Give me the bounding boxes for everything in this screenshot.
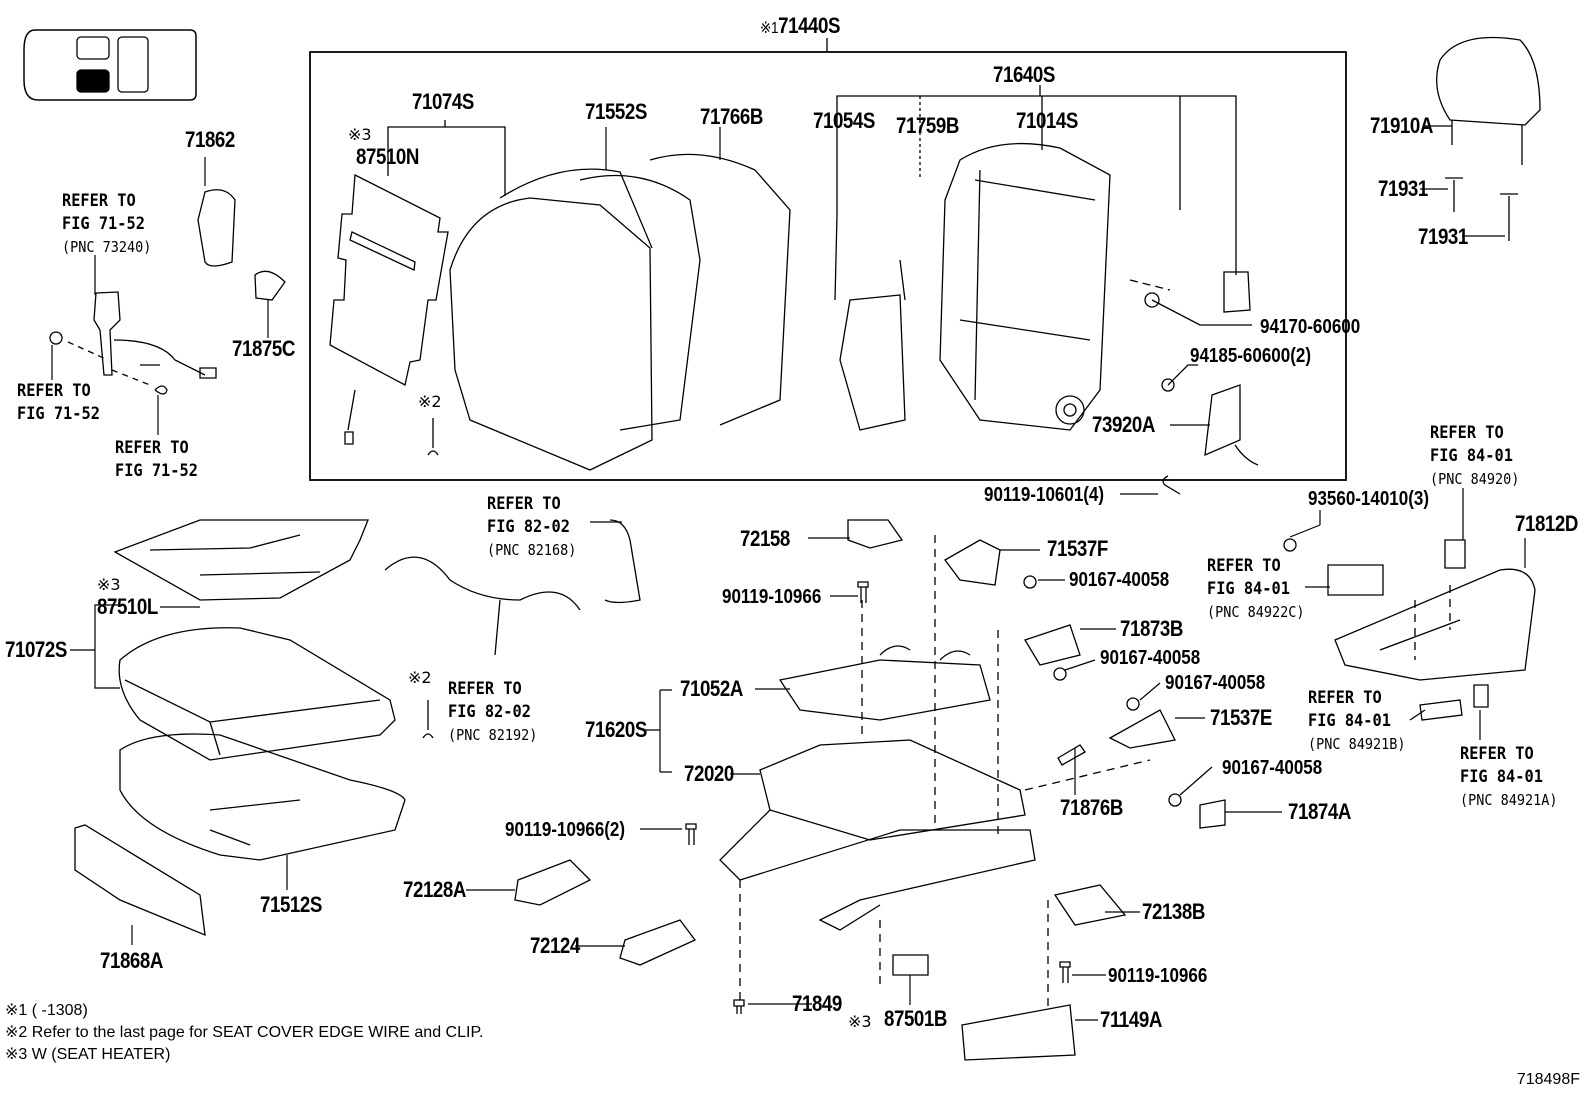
part-label-71874A[interactable]: 71874A bbox=[1288, 799, 1351, 824]
reference-fig-84-01-pnc-84921a[interactable]: REFER TO FIG 84-01 (PNC 84921A) bbox=[1460, 743, 1558, 812]
part-label-71537E[interactable]: 71537E bbox=[1210, 705, 1272, 730]
ref-pnc: (PNC 73240) bbox=[62, 238, 152, 256]
ref-pnc: (PNC 82168) bbox=[487, 541, 577, 559]
ref-figure: FIG 84-01 bbox=[1308, 711, 1391, 731]
ref-pnc: (PNC 84920) bbox=[1430, 470, 1520, 488]
ref-line: REFER TO bbox=[1430, 423, 1504, 443]
reference-fig-71-52-pnc-73240[interactable]: REFER TO FIG 71-52 (PNC 73240) bbox=[62, 190, 151, 259]
footnote-mark-3: ※3 bbox=[848, 1012, 872, 1031]
part-label-71931[interactable]: 71931 bbox=[1378, 176, 1428, 201]
part-label-71931[interactable]: 71931 bbox=[1418, 224, 1468, 249]
ref-figure: FIG 71-52 bbox=[115, 461, 198, 481]
part-label-71014S[interactable]: 71014S bbox=[1016, 108, 1078, 133]
part-label-94170-60600[interactable]: 94170-60600 bbox=[1260, 316, 1361, 338]
reference-fig-84-01-pnc-84920[interactable]: REFER TO FIG 84-01 (PNC 84920) bbox=[1430, 422, 1519, 491]
seatback-group-box bbox=[309, 51, 1347, 481]
reference-fig-71-52[interactable]: REFER TO FIG 71-52 bbox=[17, 380, 100, 426]
ref-figure: FIG 84-01 bbox=[1430, 446, 1513, 466]
part-label-87510L[interactable]: 87510L bbox=[97, 594, 158, 619]
ref-pnc: (PNC 82192) bbox=[448, 726, 538, 744]
part-label-72020[interactable]: 72020 bbox=[684, 761, 734, 786]
part-label-71054S[interactable]: 71054S bbox=[813, 108, 875, 133]
reference-fig-82-02-pnc-82168[interactable]: REFER TO FIG 82-02 (PNC 82168) bbox=[487, 493, 576, 562]
ref-line: REFER TO bbox=[17, 381, 91, 401]
reference-fig-82-02-pnc-82192[interactable]: REFER TO FIG 82-02 (PNC 82192) bbox=[448, 678, 537, 747]
part-label-71149A[interactable]: 71149A bbox=[1100, 1007, 1162, 1032]
footnote-1: ※1 ( -1308) bbox=[5, 1002, 88, 1019]
part-label-71072S[interactable]: 71072S bbox=[5, 637, 67, 662]
footnote-mark-3: ※3 bbox=[348, 125, 372, 144]
ref-figure: FIG 84-01 bbox=[1460, 767, 1543, 787]
part-label-94185-60600[interactable]: 94185-60600(2) bbox=[1190, 345, 1311, 367]
footnote-mark-3: ※3 bbox=[97, 575, 121, 594]
ref-pnc: (PNC 84921A) bbox=[1460, 791, 1558, 809]
part-label-71849[interactable]: 71849 bbox=[792, 991, 842, 1016]
part-label-73920A[interactable]: 73920A bbox=[1092, 412, 1155, 437]
ref-figure: FIG 82-02 bbox=[448, 702, 531, 722]
ref-line: REFER TO bbox=[448, 679, 522, 699]
part-label-71074S[interactable]: 71074S bbox=[412, 89, 474, 114]
part-label-90167-40058[interactable]: 90167-40058 bbox=[1165, 672, 1266, 694]
ref-line: REFER TO bbox=[62, 191, 136, 211]
ref-pnc: (PNC 84922C) bbox=[1207, 603, 1305, 621]
part-label-71868A[interactable]: 71868A bbox=[100, 948, 163, 973]
footnote-mark-2: ※2 bbox=[408, 668, 432, 687]
part-label-71759B[interactable]: 71759B bbox=[896, 113, 959, 138]
reference-fig-84-01-pnc-84922c[interactable]: REFER TO FIG 84-01 (PNC 84922C) bbox=[1207, 555, 1305, 624]
part-label-90167-40058[interactable]: 90167-40058 bbox=[1222, 757, 1323, 779]
group-label-71440S: ※171440S bbox=[760, 15, 840, 37]
part-label-72124[interactable]: 72124 bbox=[530, 933, 580, 958]
part-label-72158[interactable]: 72158 bbox=[740, 526, 790, 551]
seat-position-icon bbox=[23, 29, 197, 101]
footnote-mark: ※1 bbox=[760, 20, 779, 37]
ref-figure: FIG 82-02 bbox=[487, 517, 570, 537]
part-label-93560-14010[interactable]: 93560-14010(3) bbox=[1308, 488, 1429, 510]
part-label-71052A[interactable]: 71052A bbox=[680, 676, 743, 701]
footnotes: ※1 ( -1308) ※2 Refer to the last page fo… bbox=[5, 1000, 484, 1066]
footnote-mark-2: ※2 bbox=[418, 392, 442, 411]
part-label-90167-40058[interactable]: 90167-40058 bbox=[1100, 647, 1201, 669]
part-label-90119-10966[interactable]: 90119-10966 bbox=[1108, 965, 1208, 987]
part-label-71766B[interactable]: 71766B bbox=[700, 104, 763, 129]
reference-fig-71-52[interactable]: REFER TO FIG 71-52 bbox=[115, 437, 198, 483]
ref-figure: FIG 71-52 bbox=[17, 404, 100, 424]
part-label-71512S[interactable]: 71512S bbox=[260, 892, 322, 917]
ref-pnc: (PNC 84921B) bbox=[1308, 735, 1406, 753]
part-label-71812D[interactable]: 71812D bbox=[1515, 511, 1578, 536]
part-label-71876B[interactable]: 71876B bbox=[1060, 795, 1123, 820]
part-label-90119-10966-2[interactable]: 90119-10966(2) bbox=[505, 819, 626, 841]
part-label-90167-40058[interactable]: 90167-40058 bbox=[1069, 569, 1170, 591]
ref-figure: FIG 71-52 bbox=[62, 214, 145, 234]
part-label-71537F[interactable]: 71537F bbox=[1047, 536, 1108, 561]
part-label-72138B[interactable]: 72138B bbox=[1142, 899, 1205, 924]
part-label-71552S[interactable]: 71552S bbox=[585, 99, 647, 124]
ref-figure: FIG 84-01 bbox=[1207, 579, 1290, 599]
part-label-87501B[interactable]: 87501B bbox=[884, 1006, 947, 1031]
part-label-90119-10966[interactable]: 90119-10966 bbox=[722, 586, 822, 608]
part-label-71875C[interactable]: 71875C bbox=[232, 336, 295, 361]
footnote-2: ※2 Refer to the last page for SEAT COVER… bbox=[5, 1024, 484, 1041]
part-label-71873B[interactable]: 71873B bbox=[1120, 616, 1183, 641]
reference-fig-84-01-pnc-84921b[interactable]: REFER TO FIG 84-01 (PNC 84921B) bbox=[1308, 687, 1406, 756]
part-label-71910A[interactable]: 71910A bbox=[1370, 113, 1433, 138]
part-label-87510N[interactable]: 87510N bbox=[356, 144, 419, 169]
ref-line: REFER TO bbox=[115, 438, 189, 458]
part-label-71862[interactable]: 71862 bbox=[185, 127, 235, 152]
ref-line: REFER TO bbox=[1460, 744, 1534, 764]
part-label-71620S[interactable]: 71620S bbox=[585, 717, 647, 742]
ref-line: REFER TO bbox=[1207, 556, 1281, 576]
part-label-72128A[interactable]: 72128A bbox=[403, 877, 466, 902]
part-label-90119-10601[interactable]: 90119-10601(4) bbox=[984, 484, 1105, 506]
ref-line: REFER TO bbox=[487, 494, 561, 514]
figure-id: 718498F bbox=[1516, 1071, 1580, 1088]
part-number[interactable]: 71440S bbox=[778, 13, 841, 38]
part-label-71640S[interactable]: 71640S bbox=[993, 62, 1055, 87]
footnote-3: ※3 W (SEAT HEATER) bbox=[5, 1046, 171, 1063]
ref-line: REFER TO bbox=[1308, 688, 1382, 708]
